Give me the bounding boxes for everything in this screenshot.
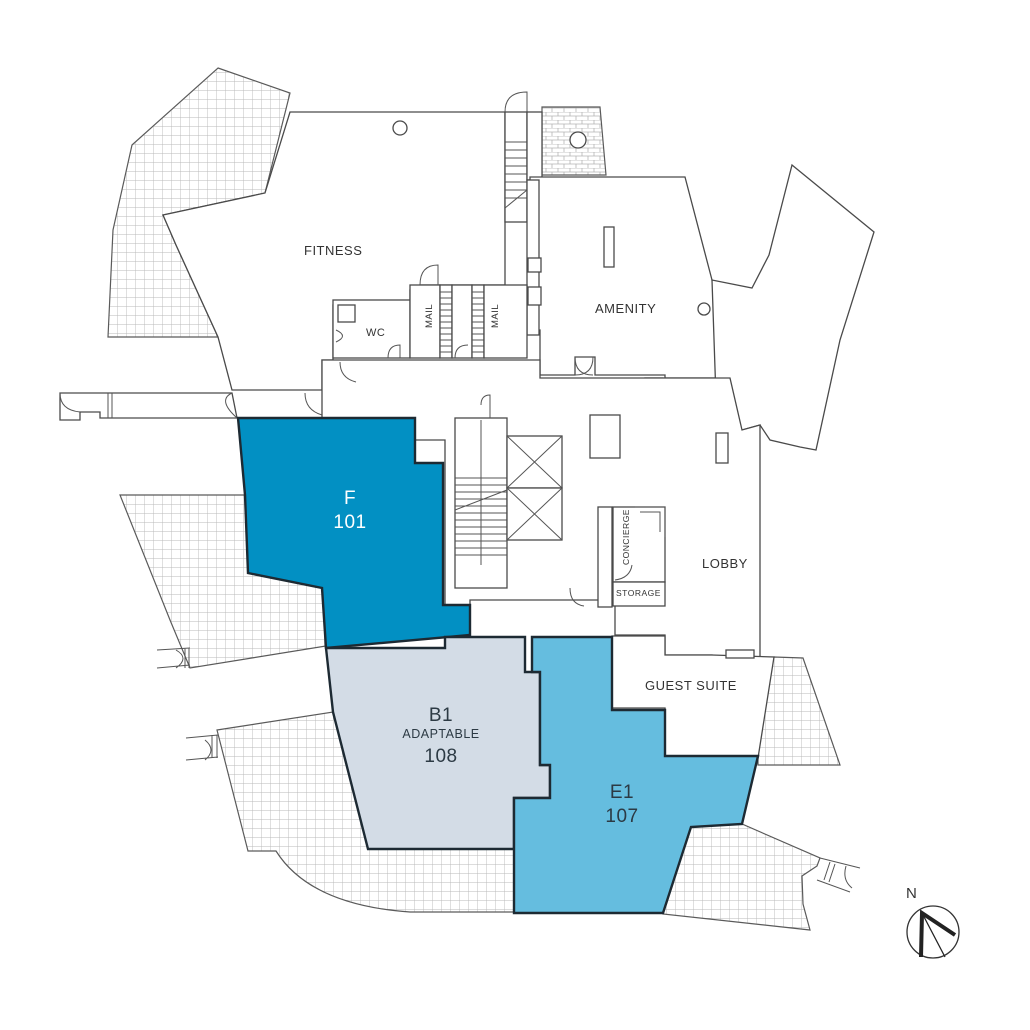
wc-room [332,299,411,359]
elevator-shafts [506,414,621,541]
corridor-west [59,392,323,421]
unit-b1-code: B1 [429,705,453,726]
patio-southeast [662,823,821,931]
label-guest-suite: GUEST SUITE [645,678,737,693]
label-mail-2: MAIL [490,304,501,328]
label-lobby: LOBBY [702,556,748,571]
unit-f-code: F [344,488,356,509]
stair-core [454,394,508,589]
brick-courtyard [541,106,607,176]
unit-e1-code: E1 [610,782,634,803]
west-doors [156,647,219,761]
label-concierge: CONCIERGE [621,509,631,565]
concierge-storage [569,432,729,608]
north-arrow-icon: N [906,885,960,959]
label-amenity: AMENITY [595,301,656,316]
unit-f-number: 101 [333,512,366,533]
unit-e1-number: 107 [605,806,638,827]
mail-rooms [409,264,528,359]
compass-label: N [906,885,917,902]
amenity-room [526,176,731,389]
column-icon [569,131,587,149]
label-mail-1: MAIL [424,304,435,328]
label-wc: WC [366,327,385,339]
southeast-door [816,857,861,893]
unit-f-101[interactable] [236,416,472,650]
unit-b1-number: 108 [424,746,457,767]
unit-b1-subtitle: ADAPTABLE [402,727,479,741]
unit-e1-107[interactable] [512,635,760,915]
label-storage: STORAGE [616,588,661,598]
label-fitness: FITNESS [304,243,362,258]
